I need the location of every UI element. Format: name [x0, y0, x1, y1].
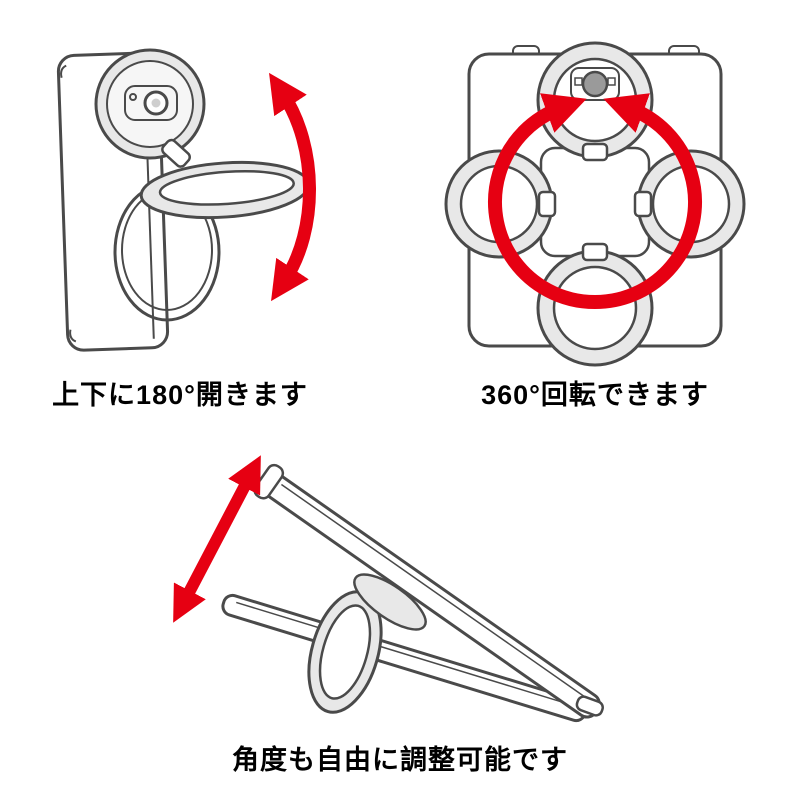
mount-plate [539, 146, 651, 258]
rotation-arrow-icon [488, 93, 702, 310]
hinge-tab [581, 242, 609, 262]
panel-open-180: 上下に180°開きます [25, 12, 335, 411]
up-down-arrow-icon [269, 72, 316, 302]
hinge-disc [94, 48, 206, 160]
camera-lens-icon [581, 70, 609, 98]
ring-stand [307, 590, 383, 714]
camera-plate [124, 85, 178, 121]
hinge-tab [537, 190, 557, 218]
caption-open-180: 上下に180°開きます [52, 380, 308, 410]
caption-rotate-360: 360°回転できます [481, 380, 709, 410]
panel-angle-adjust: 角度も自由に調整可能です [115, 452, 685, 776]
tablet-inclined-body [253, 463, 601, 719]
illustration-ring-rotate-360-icon [444, 41, 746, 367]
hinge-tab [633, 190, 653, 218]
hinge-tab [581, 142, 609, 162]
bottom-foot [575, 695, 604, 717]
illustration-angle-adjust-icon [173, 455, 604, 723]
panel-rotate-360: 360°回転できます [425, 12, 765, 411]
ring-flap-open [139, 160, 311, 220]
hinge-tab [161, 138, 191, 168]
illustration-ring-open-180-icon [56, 48, 316, 352]
mic-dot [129, 93, 137, 101]
caption-angle-adjust: 角度も自由に調整可能です [232, 745, 568, 775]
angle-arrow-icon [173, 455, 261, 623]
